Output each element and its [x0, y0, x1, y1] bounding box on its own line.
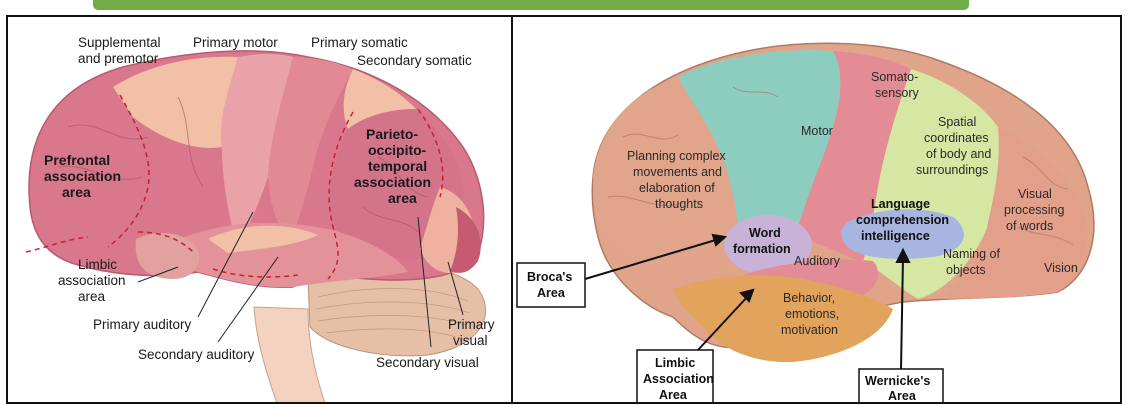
- label-spatial-1: Spatial: [938, 115, 976, 129]
- label-limbic-3: area: [78, 289, 106, 304]
- label-motor: Motor: [801, 124, 833, 138]
- label-primary-visual-1: Primary: [448, 317, 495, 332]
- label-spatial-3: of body and: [926, 147, 991, 161]
- label-language-2: comprehension: [856, 213, 949, 227]
- label-prefrontal-1: Prefrontal: [44, 152, 110, 168]
- label-language-3: intelligence: [861, 229, 930, 243]
- label-naming-2: objects: [946, 263, 986, 277]
- label-parieto-4: association: [354, 174, 431, 190]
- label-word-formation-2: formation: [733, 242, 791, 256]
- label-auditory: Auditory: [794, 254, 841, 268]
- label-naming-1: Naming of: [943, 247, 1000, 261]
- label-parieto-2: occipito-: [368, 142, 427, 158]
- label-parieto-5: area: [388, 190, 417, 206]
- label-parieto-1: Parieto-: [366, 126, 418, 142]
- label-vision: Vision: [1044, 261, 1078, 275]
- label-visual-processing-2: processing: [1004, 203, 1064, 217]
- label-primary-motor: Primary motor: [193, 35, 278, 50]
- right-brain-diagram: Motor Somato- sensory Planning complex m…: [513, 17, 1122, 404]
- label-planning-3: elaboration of: [639, 181, 715, 195]
- callout-limbic-1: Limbic: [655, 356, 695, 370]
- label-spatial-2: coordinates: [924, 131, 989, 145]
- label-somatosensory-1: Somato-: [871, 70, 918, 84]
- label-prefrontal-3: area: [62, 184, 91, 200]
- label-parieto-3: temporal: [368, 158, 427, 174]
- right-brain-diagram-panel: Motor Somato- sensory Planning complex m…: [511, 15, 1122, 404]
- label-supplemental-premotor-1: Supplemental: [78, 35, 161, 50]
- label-secondary-visual: Secondary visual: [376, 355, 479, 370]
- header-accent-bar: [93, 0, 969, 10]
- label-secondary-auditory: Secondary auditory: [138, 347, 255, 362]
- label-behavior-2: emotions,: [785, 307, 839, 321]
- label-supplemental-premotor-2: and premotor: [78, 51, 159, 66]
- label-visual-processing-1: Visual: [1018, 187, 1052, 201]
- label-primary-somatic: Primary somatic: [311, 35, 408, 50]
- label-limbic-2: association: [58, 273, 126, 288]
- label-language-1: Language: [871, 197, 930, 211]
- callout-limbic-3: Area: [659, 388, 688, 402]
- callout-wernicke-2: Area: [888, 389, 917, 403]
- left-brain-diagram-panel: Supplemental and premotor Primary motor …: [6, 15, 515, 404]
- label-primary-auditory: Primary auditory: [93, 317, 192, 332]
- callout-wernicke-1: Wernicke's: [865, 374, 930, 388]
- label-limbic-1: Limbic: [78, 257, 117, 272]
- label-primary-visual-2: visual: [453, 333, 488, 348]
- label-visual-processing-3: of words: [1006, 219, 1053, 233]
- label-secondary-somatic: Secondary somatic: [357, 53, 472, 68]
- callout-broca-2: Area: [537, 286, 566, 300]
- label-planning-1: Planning complex: [627, 149, 726, 163]
- label-planning-4: thoughts: [655, 197, 703, 211]
- callout-limbic-2: Association: [643, 372, 714, 386]
- left-brain-diagram: Supplemental and premotor Primary motor …: [8, 17, 515, 404]
- label-spatial-4: surroundings: [916, 163, 988, 177]
- label-somatosensory-2: sensory: [875, 86, 920, 100]
- callout-broca-1: Broca's: [527, 270, 572, 284]
- label-word-formation-1: Word: [749, 226, 781, 240]
- label-prefrontal-2: association: [44, 168, 121, 184]
- label-behavior-1: Behavior,: [783, 291, 835, 305]
- label-behavior-3: motivation: [781, 323, 838, 337]
- label-planning-2: movements and: [633, 165, 722, 179]
